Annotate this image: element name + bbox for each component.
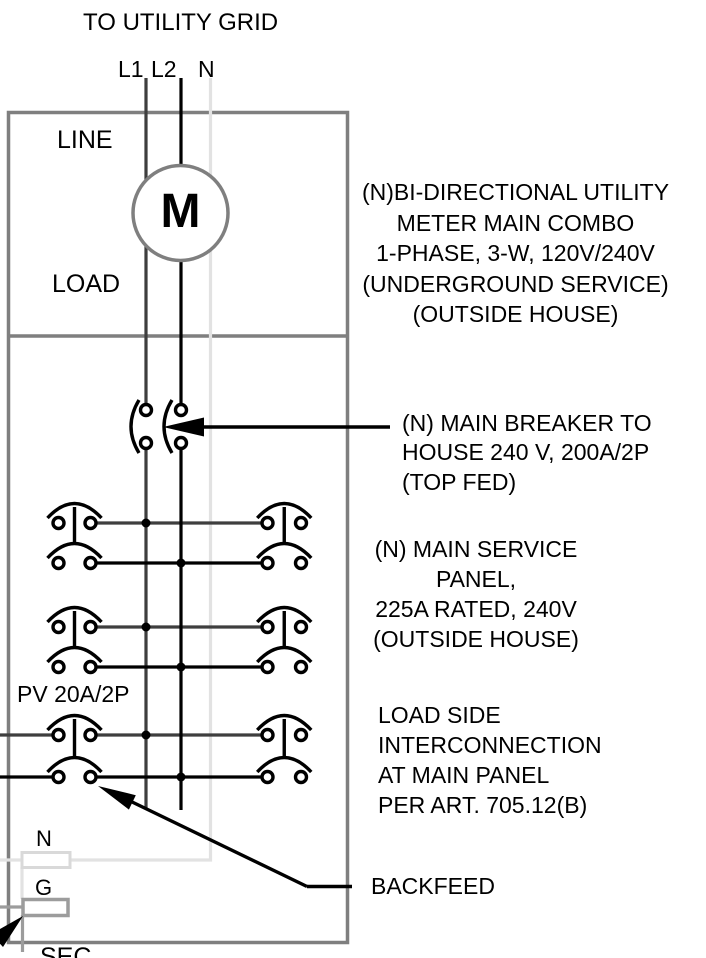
main-breaker-arc-l2	[162, 399, 174, 454]
breaker-terminal	[83, 659, 98, 675]
load-side-note-line: LOAD SIDE	[378, 702, 501, 728]
breaker-terminal	[260, 659, 275, 675]
branch-breaker-row2	[46, 605, 313, 675]
main-breaker-arc-l1	[129, 399, 141, 454]
breaker-terminal	[260, 515, 275, 531]
load-side-note-line: PER ART. 705.12(B)	[378, 792, 588, 818]
breaker-terminal	[293, 619, 309, 635]
panel-enclosure	[6, 110, 350, 945]
main-breaker-note-line: HOUSE 240 V, 200A/2P	[402, 439, 650, 466]
breaker-terminal	[293, 727, 309, 743]
load-side-note-line: INTERCONNECTION	[378, 732, 602, 758]
meter-line-label: LINE	[57, 126, 113, 154]
breaker-terminal	[260, 555, 275, 571]
junction-dot	[141, 730, 151, 740]
junction-dot	[141, 518, 151, 528]
breaker-arc	[256, 755, 313, 774]
sec-label: SEC	[40, 943, 92, 958]
main-breaker-arrowhead-icon	[163, 417, 204, 437]
panel-note-line: 225A RATED, 240V	[375, 596, 577, 622]
l1-conductor-label: L1	[118, 56, 144, 82]
breaker-terminal	[83, 769, 98, 785]
meter-symbol-label: M	[160, 185, 201, 238]
panel-note-line: PANEL,	[435, 566, 517, 592]
enclosure-outline	[6, 110, 350, 945]
ground-bar-label: G	[35, 875, 53, 900]
callout-arrows	[0, 417, 390, 947]
breaker-terminal	[83, 619, 98, 635]
breaker-terminal	[51, 659, 66, 675]
breaker-terminal	[83, 727, 98, 743]
meter-note: (N)BI-DIRECTIONAL UTILITY METER MAIN COM…	[352, 177, 679, 330]
breaker-terminal	[260, 619, 275, 635]
meter-note-line: (N)BI-DIRECTIONAL UTILITY	[361, 179, 670, 205]
meter-note-line: (UNDERGROUND SERVICE)	[362, 270, 669, 297]
breaker-arc	[46, 605, 103, 624]
breaker-terminal	[293, 555, 309, 571]
main-breaker-note-line: (TOP FED)	[402, 468, 517, 495]
panel-note: (N) MAIN SERVICE PANEL, 225A RATED, 240V…	[360, 534, 592, 654]
main-breaker-symbol	[129, 399, 189, 454]
meter-note-line: 1-PHASE, 3-W, 120V/240V	[376, 240, 655, 266]
main-breaker-note-line: (N) MAIN BREAKER TO	[402, 410, 652, 436]
panel-note-line: (OUTSIDE HOUSE)	[373, 626, 579, 652]
page-title: TO UTILITY GRID	[83, 9, 279, 36]
pv-breaker-label: PV 20A/2P	[17, 681, 130, 707]
breaker-terminal	[293, 515, 309, 531]
ground-wires	[0, 905, 25, 952]
breaker-arc	[46, 501, 103, 520]
ground-bar	[21, 897, 70, 918]
breaker-arc	[256, 605, 313, 624]
meter-circle	[131, 163, 230, 263]
backfeed-label: BACKFEED	[371, 873, 495, 899]
pv-breaker-row3	[46, 713, 313, 785]
breaker-arc	[46, 713, 103, 732]
breaker-arc	[256, 645, 313, 664]
meter-note-line: METER MAIN COMBO	[396, 209, 635, 236]
branch-breaker-row1	[46, 501, 313, 571]
neutral-conductor-label: N	[198, 56, 215, 82]
breaker-terminal	[51, 727, 66, 743]
neutral-bar-label: N	[36, 826, 52, 851]
load-side-note: LOAD SIDE INTERCONNECTION AT MAIN PANEL …	[378, 700, 602, 820]
main-breaker-note: (N) MAIN BREAKER TO HOUSE 240 V, 200A/2P…	[402, 409, 652, 497]
breaker-terminal	[51, 555, 66, 571]
breaker-terminal	[51, 515, 66, 531]
neutral-bar	[20, 851, 72, 869]
junction-dot	[176, 662, 186, 672]
breaker-arc	[256, 713, 313, 732]
panel-note-line: (N) MAIN SERVICE	[374, 536, 578, 562]
breaker-terminal	[293, 769, 309, 785]
l2-conductor-label: L2	[151, 56, 177, 82]
meter-load-label: LOAD	[52, 270, 121, 298]
breaker-arc	[256, 541, 313, 560]
breaker-terminal	[51, 619, 66, 635]
junction-dot	[176, 558, 186, 568]
breaker-terminal	[173, 435, 189, 451]
breaker-terminal	[260, 727, 275, 743]
breaker-arc	[46, 541, 103, 560]
breaker-arc	[46, 645, 103, 664]
breaker-terminal	[260, 769, 275, 785]
junction-dots	[141, 518, 186, 782]
meter-note-line: (OUTSIDE HOUSE)	[412, 301, 619, 327]
backfeed-arrowhead-icon	[98, 786, 136, 810]
breaker-terminal	[138, 435, 154, 451]
breaker-symbols	[46, 399, 313, 785]
load-side-note-line: AT MAIN PANEL	[378, 762, 550, 788]
junction-dot	[176, 772, 186, 782]
breaker-terminal	[51, 769, 66, 785]
breaker-arc	[256, 501, 313, 520]
ground-arrowhead-icon	[0, 916, 23, 947]
breaker-arc	[46, 755, 103, 774]
breaker-terminal	[173, 402, 189, 418]
backfeed-callout-diagonal	[127, 798, 308, 889]
junction-dot	[141, 622, 151, 632]
breaker-terminal	[83, 555, 98, 571]
breaker-terminal	[293, 659, 309, 675]
breaker-terminal	[83, 515, 98, 531]
breaker-terminal	[138, 402, 154, 418]
